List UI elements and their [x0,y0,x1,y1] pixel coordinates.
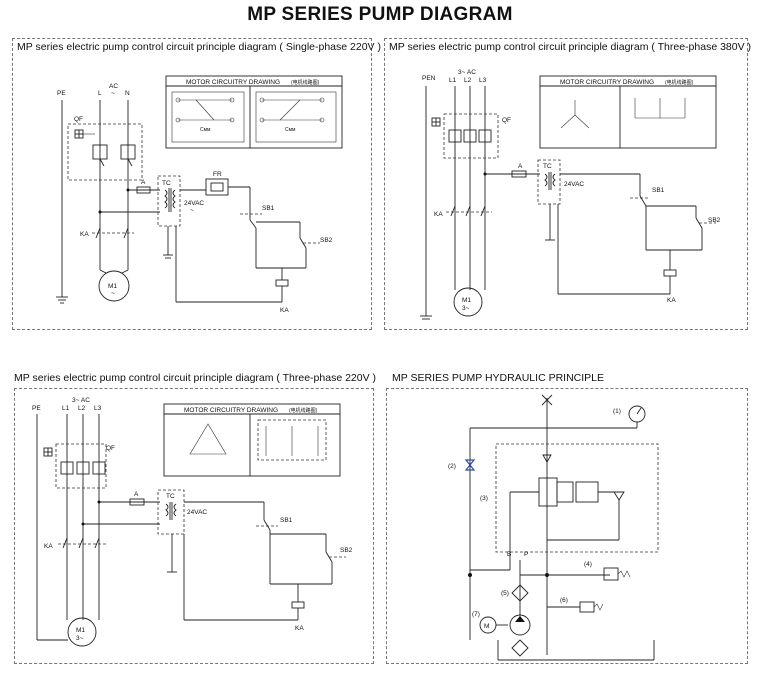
panel-hydraulic-title: MP SERIES PUMP HYDRAULIC PRINCIPLE [392,372,604,384]
qf-breaker-box [55,443,107,489]
qf-breaker-box [67,123,143,181]
label-l1: L1 [62,405,70,412]
panel-three-phase-380-frame [384,38,748,330]
label-b: B [507,551,511,558]
label-motor: M1 [76,627,85,634]
manual-valve [464,459,476,471]
panel-three-phase-380-title: MP series electric pump control circuit … [389,41,752,53]
tc-transformer-box [157,175,181,227]
panel-hydraulic-frame [386,388,748,664]
label-ka: KA [434,211,443,218]
label-n3: (3) [480,495,488,502]
motor-circuitry-inset [165,75,343,149]
svg-text:(电机线路图): (电机线路图) [291,79,320,86]
hydraulic-pump [509,614,531,636]
label-sb2: SB2 [340,547,353,554]
label-qf: QF [502,117,511,124]
svg-text:(电机线路图): (电机线路图) [289,407,318,414]
panel-three-phase-220-frame [14,388,374,664]
label-n7: (7) [472,611,480,618]
label-tc: TC [166,493,175,500]
label-n6: (6) [560,597,568,604]
panel-single-phase-frame [12,38,372,330]
label-sb2: SB2 [320,237,333,244]
label-24vac: 24VAC [564,181,584,188]
label-motor: M1 [108,283,117,290]
label-tc: TC [162,180,171,187]
valve-block [495,443,659,553]
label-sb1: SB1 [280,517,293,524]
motor-m1 [67,617,97,647]
label-sb2: SB2 [708,217,721,224]
inset-title: MOTOR CIRCUITRY DRAWING [184,407,278,414]
label-3ac: 3~ AC [72,397,90,404]
panel-three-phase-220-title: MP series electric pump control circuit … [14,372,377,384]
ac-tilde: ~ [111,90,115,97]
label-sb1: SB1 [262,205,275,212]
label-l1: L1 [449,77,457,84]
label-ka: KA [44,543,53,550]
label-a: A [141,179,146,186]
page-title: MP SERIES PUMP DIAGRAM [247,4,513,25]
label-motor-sub: 3~ [462,305,470,312]
svg-text:~: ~ [111,290,115,297]
label-n4: (4) [584,561,592,568]
label-l3: L3 [479,77,487,84]
label-p: P [524,551,528,558]
relief-valve [603,567,619,581]
label-pen: PEN [422,75,436,82]
check-valve [579,601,595,613]
label-ka-coil: KA [295,625,304,632]
label-motor-sub: 3~ [76,635,84,642]
label-ac: AC [109,83,118,90]
svg-text:Cмм: Cмм [285,127,296,133]
motor-circuitry-inset [163,403,341,477]
label-a: A [518,163,523,170]
label-pe: PE [32,405,41,412]
motor-circuitry-inset [539,75,717,149]
label-motor: M1 [462,297,471,304]
inset-title: MOTOR CIRCUITRY DRAWING [560,79,654,86]
label-qf: QF [74,116,83,123]
inset-title: MOTOR CIRCUITRY DRAWING [186,79,280,86]
label-a: A [134,491,139,498]
label-qf: QF [106,445,115,452]
label-n1: (1) [613,408,621,415]
tc-transformer-box [537,159,561,205]
label-pe: PE [57,90,66,97]
label-l3: L3 [94,405,102,412]
motor-m1 [98,270,130,302]
label-ka: KA [80,231,89,238]
label-24vac: 24VAC [184,200,204,207]
label-sb1: SB1 [652,187,665,194]
label-n2: (2) [448,463,456,470]
filter [511,584,529,602]
label-ka-coil: KA [280,307,289,314]
label-l2: L2 [78,405,86,412]
qf-breaker-box [443,113,499,159]
label-m: M [484,623,489,630]
label-tc: TC [543,163,552,170]
label-ka-coil: KA [667,297,676,304]
tc-transformer-box [157,489,185,535]
svg-text:(电机线路图): (电机线路图) [665,79,694,86]
label-24vac: 24VAC [187,509,207,516]
svg-text:Cмм: Cмм [200,127,211,133]
label-l2: L2 [464,77,472,84]
label-fr: FR [213,171,222,178]
label-3ac: 3~ AC [458,69,476,76]
motor-m1 [453,287,483,317]
panel-single-phase-title: MP series electric pump control circuit … [17,41,381,53]
label-l: L [98,90,102,97]
label-n: N [125,90,130,97]
label-n5: (5) [501,590,509,597]
vac-tilde: ~ [190,207,194,214]
